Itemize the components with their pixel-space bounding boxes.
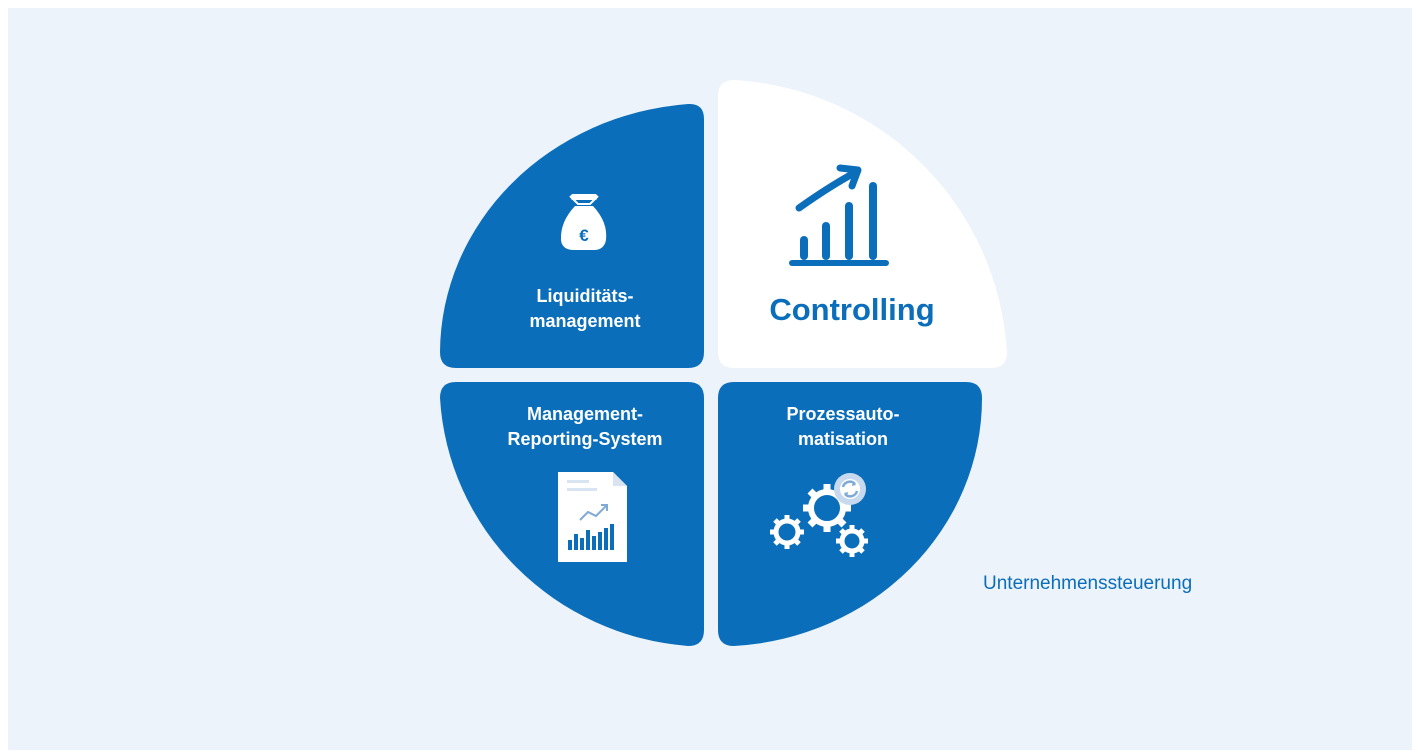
euro-symbol: € bbox=[579, 226, 589, 245]
label-line: Reporting-System bbox=[507, 429, 663, 449]
label-line: management bbox=[529, 311, 641, 331]
label-controlling: Controlling bbox=[769, 292, 935, 327]
background-frame bbox=[8, 8, 1412, 750]
money-bag-euro-icon: € bbox=[560, 194, 607, 250]
label-line: Prozessauto- bbox=[786, 404, 900, 424]
quadrant-prozessautomatisation[interactable] bbox=[718, 382, 983, 646]
diagram-caption: Unternehmenssteuerung bbox=[983, 573, 1193, 594]
label-line: Management- bbox=[526, 404, 643, 424]
quadrant-controlling[interactable] bbox=[718, 80, 1007, 368]
label-prozessautomatisation: Prozessauto- matisation bbox=[728, 402, 958, 452]
bar-chart-growth-icon bbox=[789, 164, 889, 266]
label-line: Liquiditäts- bbox=[536, 286, 634, 306]
label-liquiditaetsmanagement: Liquiditäts- management bbox=[480, 284, 690, 334]
gears-automation-icon bbox=[770, 473, 868, 557]
report-document-chart-icon bbox=[558, 472, 627, 562]
label-management-reporting: Management- Reporting-System bbox=[470, 402, 700, 452]
label-line: matisation bbox=[797, 429, 889, 449]
